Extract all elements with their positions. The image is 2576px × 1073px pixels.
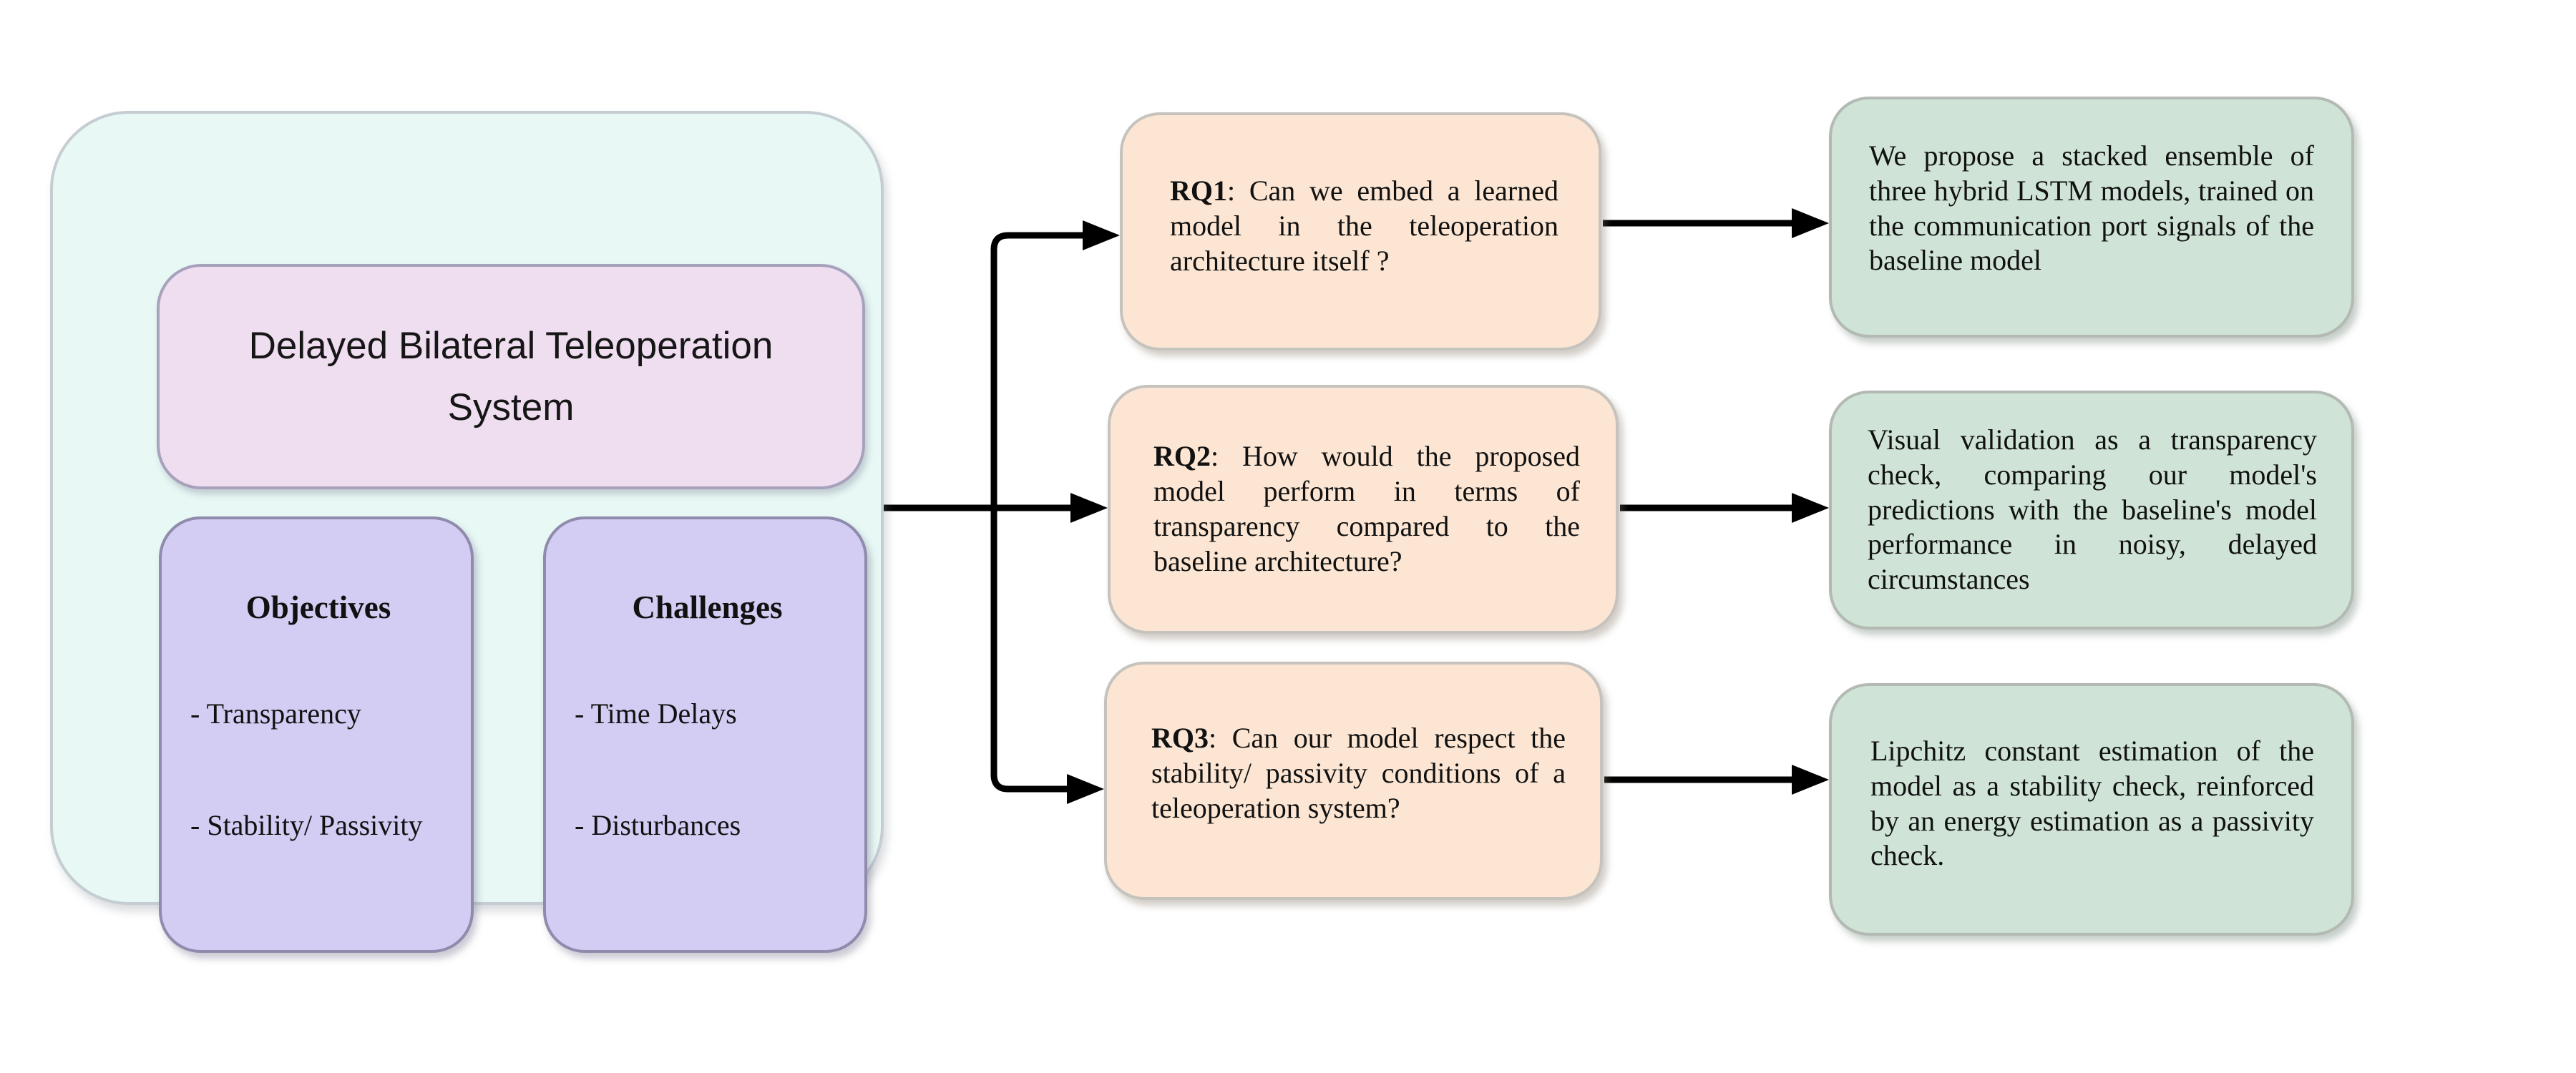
rq1-box: RQ1: Can we embed a learned model in the…	[1120, 112, 1601, 351]
rq1-question: : Can we embed a learned model in the te…	[1170, 175, 1558, 277]
system-title-box: Delayed Bilateral Teleoperation System	[157, 264, 865, 489]
rq1-text: RQ1: Can we embed a learned model in the…	[1170, 174, 1558, 278]
challenges-box: Challenges - Time Delays - Disturbances	[543, 516, 867, 953]
challenge-item: - Disturbances	[575, 808, 741, 841]
arrowhead-answer3	[1792, 765, 1829, 795]
arrowhead-rq2	[1070, 493, 1108, 523]
challenges-heading: Challenges	[632, 589, 783, 625]
arrowhead-answer1	[1792, 208, 1829, 238]
objectives-box: Objectives - Transparency - Stability/ P…	[159, 516, 474, 953]
rq3-box: RQ3: Can our model respect the stability…	[1104, 662, 1603, 900]
rq3-text: RQ3: Can our model respect the stability…	[1151, 721, 1566, 825]
rq2-question: : How would the proposed model perform i…	[1153, 440, 1580, 577]
answer1-box: We propose a stacked ensemble of three h…	[1829, 97, 2354, 338]
arrowhead-rq1	[1083, 220, 1120, 250]
objective-item: - Stability/ Passivity	[190, 808, 423, 841]
rq2-box: RQ2: How would the proposed model perfor…	[1108, 385, 1619, 634]
branch-up-line	[990, 232, 1083, 508]
system-panel: Delayed Bilateral Teleoperation System O…	[50, 111, 884, 953]
rq3-label: RQ3	[1151, 722, 1209, 755]
arrowhead-answer2	[1792, 493, 1829, 523]
system-title: Delayed Bilateral Teleoperation System	[248, 324, 774, 428]
answer3-box: Lipchitz constant estimation of the mode…	[1829, 683, 2354, 936]
challenge-item: - Time Delays	[575, 697, 737, 730]
branch-down-line	[990, 508, 1067, 793]
answer2-box: Visual validation as a transparency chec…	[1829, 391, 2354, 629]
rq2-label: RQ2	[1153, 440, 1211, 473]
answer1-text: We propose a stacked ensemble of three h…	[1869, 139, 2314, 277]
objectives-heading: Objectives	[245, 589, 391, 625]
answer2-text: Visual validation as a transparency chec…	[1868, 423, 2317, 596]
answer3-text: Lipchitz constant estimation of the mode…	[1870, 734, 2314, 872]
arrowhead-rq3	[1067, 774, 1104, 804]
rq2-text: RQ2: How would the proposed model perfor…	[1153, 439, 1580, 579]
rq3-question: : Can our model respect the stability/ p…	[1151, 722, 1566, 824]
rq1-label: RQ1	[1170, 175, 1227, 207]
objective-item: - Transparency	[190, 697, 361, 730]
